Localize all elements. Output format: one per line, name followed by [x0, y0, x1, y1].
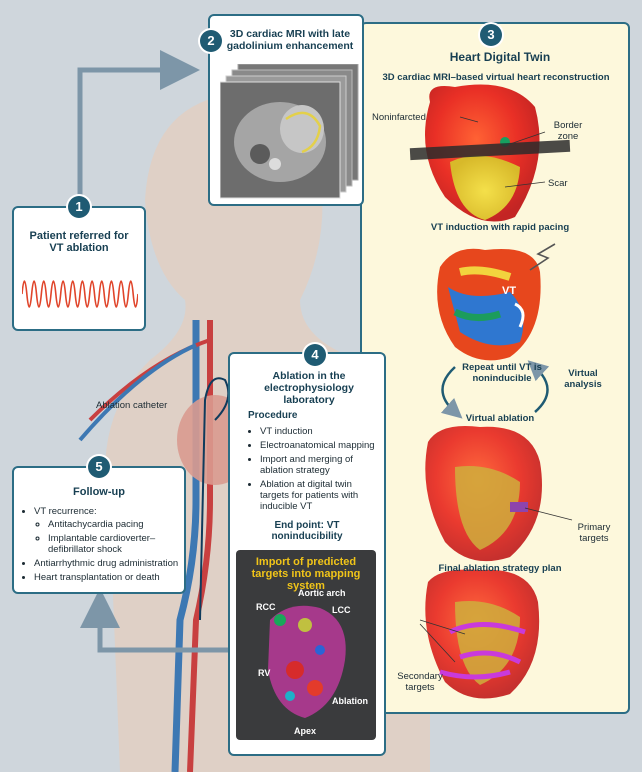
label-vt-induction: VT induction with rapid pacing [430, 222, 570, 233]
step1-card: Patient referred for VT ablation [12, 206, 146, 331]
step5-card: Follow-up VT recurrence: Antitachycardia… [12, 466, 186, 594]
step5-badge: 5 [88, 456, 110, 478]
step1-title: Patient referred for VT ablation [29, 230, 129, 254]
step4-title: Ablation in the electrophysiology labora… [264, 370, 354, 406]
label-scar: Scar [548, 178, 568, 189]
heart-virtual-ablation [425, 426, 542, 562]
mapping-heart [268, 605, 346, 718]
step4-badge: 4 [304, 344, 326, 366]
artery [187, 320, 213, 772]
mapping-lcc: LCC [332, 605, 351, 615]
step1-badge: 1 [68, 196, 90, 218]
heart-reconstruction [409, 84, 571, 222]
procedure-heading: Procedure [248, 410, 298, 421]
twin-illustrations [409, 84, 573, 699]
mapping-rv: RV [258, 668, 271, 678]
cycle-arrow-left [440, 366, 463, 419]
step2-title: 3D cardiac MRI with late gadolinium enha… [226, 28, 354, 52]
step2-badge: 2 [200, 30, 222, 52]
label-repeat: Repeat until VT is noninducible [462, 362, 542, 384]
procedure-item: Import and merging of ablation strategy [260, 454, 378, 476]
mapping-title: Import of predicted targets into mapping… [251, 556, 361, 592]
label-border-zone: Border zone [553, 120, 583, 142]
aortic-branch [88, 338, 211, 422]
procedure-item: VT induction [260, 426, 378, 437]
procedure-list: VT inductionElectroanatomical mappingImp… [246, 426, 378, 515]
label-secondary-targets: Secondary targets [397, 671, 443, 693]
arrow-1-to-2 [77, 50, 200, 205]
followup-sublist: Antitachycardia pacingImplantable cardio… [34, 519, 180, 555]
procedure-item: Ablation at digital twin targets for pat… [260, 479, 378, 512]
label-virtual-analysis: Virtual analysis [564, 368, 602, 390]
followup-subitem: Implantable cardioverter–defibrillator s… [48, 533, 180, 555]
catheter [199, 377, 230, 621]
mapping-apex: Apex [294, 726, 317, 736]
step3-badge: 3 [480, 24, 502, 46]
cycle-arrow-right [527, 360, 550, 413]
step2-card: 3D cardiac MRI with late gadolinium enha… [208, 14, 364, 206]
step5-title: Follow-up [73, 486, 125, 498]
followup-subitem: Antitachycardia pacing [48, 519, 180, 530]
mapping-rcc: RCC [256, 602, 276, 612]
heart-final-plan [425, 569, 540, 699]
venous-branch [78, 343, 197, 442]
followup-list: VT recurrence: Antitachycardia pacingImp… [20, 506, 180, 586]
followup-item: Antiarrhythmic drug administration [34, 558, 180, 569]
mapping-aortic-arch: Aortic arch [298, 588, 346, 598]
followup-item: Heart transplantation or death [34, 572, 180, 583]
step3-subtitle: 3D cardiac MRI–based virtual heart recon… [382, 72, 610, 83]
mapping-ablation: Ablation [332, 696, 368, 706]
mapping-system-panel: Import of predicted targets into mapping… [236, 550, 376, 740]
step3-title: Heart Digital Twin [449, 50, 551, 64]
vein [171, 320, 200, 772]
followup-recurrence: VT recurrence: Antitachycardia pacingImp… [34, 506, 180, 555]
heart-vt-induction [437, 243, 556, 361]
mri-stack [220, 64, 359, 199]
label-primary-targets: Primary targets [577, 522, 611, 544]
label-noninfarcted: Noninfarcted [372, 112, 426, 123]
end-point: End point: VT noninducibility [271, 520, 343, 542]
label-virtual-ablation: Virtual ablation [465, 413, 535, 424]
label-final-plan: Final ablation strategy plan [438, 563, 562, 574]
procedure-item: Electroanatomical mapping [260, 440, 378, 451]
arrow-4-to-5 [80, 588, 230, 653]
ecg-trace [22, 280, 138, 308]
label-vt: VT [502, 285, 517, 297]
ablation-catheter-label: Ablation catheter [96, 400, 168, 411]
